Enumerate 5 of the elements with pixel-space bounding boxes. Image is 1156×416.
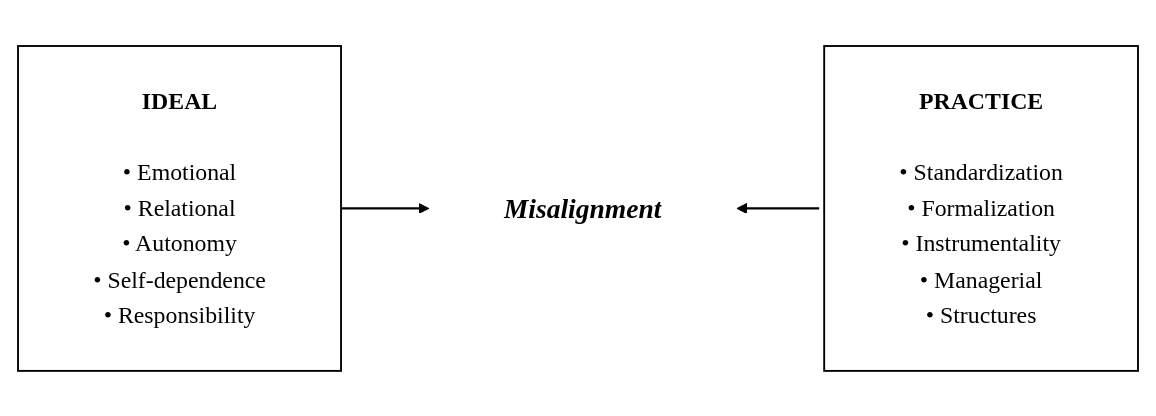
arrow: [341, 202, 430, 214]
arrow: [736, 202, 820, 214]
node-text: Misalignment: [503, 192, 662, 224]
node-box: PRACTICE • Standardization • Formalization • Instrumentality • Managerial • Structures: [823, 44, 1139, 372]
node-box: IDEAL • Emotional • Relational • Autonomy • Self-dependence • Responsibility: [17, 44, 342, 372]
